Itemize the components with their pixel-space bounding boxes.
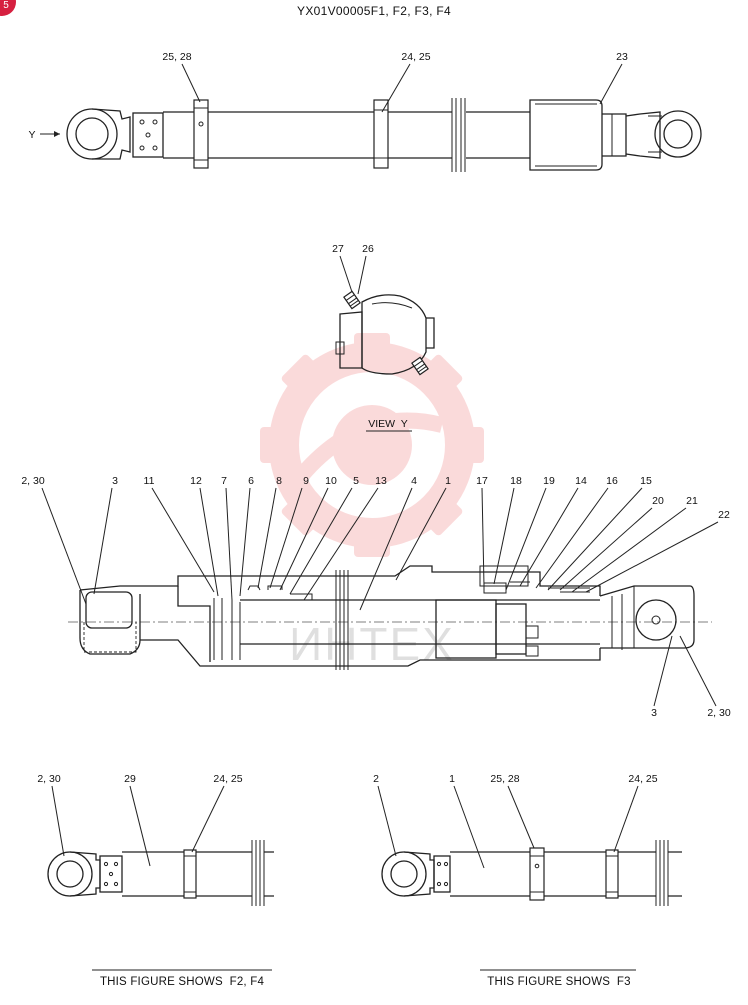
variant-left-callouts: 2, 30 29 24, 25 — [37, 773, 243, 867]
view-y-callouts: 27 26 — [332, 243, 374, 295]
view-y-drawing — [335, 290, 435, 376]
callout-label: 19 — [543, 475, 555, 487]
callout-label: 3 — [112, 475, 118, 487]
callout-label: 7 — [221, 475, 227, 487]
view-y-title: VIEW Y — [368, 418, 407, 430]
callout-label: 24, 25 — [213, 773, 242, 785]
variant-right-drawing — [381, 840, 682, 906]
variant-left-drawing — [47, 840, 274, 906]
variant-right-callouts: 2 1 25, 28 24, 25 — [373, 773, 658, 869]
variant-right-caption: THIS FIGURE SHOWS F3 — [487, 976, 631, 988]
callout-label: 6 — [248, 475, 254, 487]
callout-label: 9 — [303, 475, 309, 487]
callout-label: 15 — [640, 475, 652, 487]
callout-label: 3 — [651, 707, 657, 719]
callout-label: 25, 28 — [162, 51, 191, 63]
callout-label: 24, 25 — [401, 51, 430, 63]
callout-label: 12 — [190, 475, 202, 487]
callout-label: 5 — [353, 475, 359, 487]
callout-label: 2 — [373, 773, 379, 785]
callout-label: 22 — [718, 509, 730, 521]
callout-label: 14 — [575, 475, 587, 487]
callout-label: 2, 30 — [21, 475, 45, 487]
callout-label: 24, 25 — [628, 773, 657, 785]
callout-label: 26 — [362, 243, 374, 255]
callout-label: 2, 30 — [37, 773, 61, 785]
section-view-callouts: 2, 30 3 11 12 7 6 8 9 10 5 13 4 1 17 18 … — [21, 475, 731, 719]
callout-label: 21 — [686, 495, 698, 507]
callout-label: 11 — [144, 475, 155, 487]
top-view-cylinder — [40, 98, 702, 172]
callout-label: 27 — [332, 243, 344, 255]
top-view-callouts: 25, 28 24, 25 23 — [162, 51, 628, 113]
page-badge-label: 5 — [3, 0, 9, 11]
page-badge: 5 — [0, 0, 16, 16]
callout-label: 18 — [510, 475, 522, 487]
callout-label: 2, 30 — [707, 707, 731, 719]
callout-label: 29 — [124, 773, 136, 785]
callout-label: 4 — [411, 475, 417, 487]
callout-label: 1 — [449, 773, 455, 785]
callout-label: 25, 28 — [490, 773, 519, 785]
callout-label: 16 — [606, 475, 618, 487]
callout-label: 13 — [375, 475, 387, 487]
section-view-cylinder — [68, 565, 712, 670]
page-title: YX01V00005F1, F2, F3, F4 — [297, 4, 451, 18]
callout-label: 8 — [276, 475, 282, 487]
variant-left-caption: THIS FIGURE SHOWS F2, F4 — [100, 976, 265, 988]
callout-label: 20 — [652, 495, 664, 507]
callout-label: 10 — [325, 475, 337, 487]
watermark-gear-logo — [260, 333, 484, 557]
callout-label: 1 — [445, 475, 451, 487]
view-y-marker: Y — [28, 129, 35, 141]
callout-label: 17 — [476, 475, 488, 487]
callout-label: 23 — [616, 51, 628, 63]
